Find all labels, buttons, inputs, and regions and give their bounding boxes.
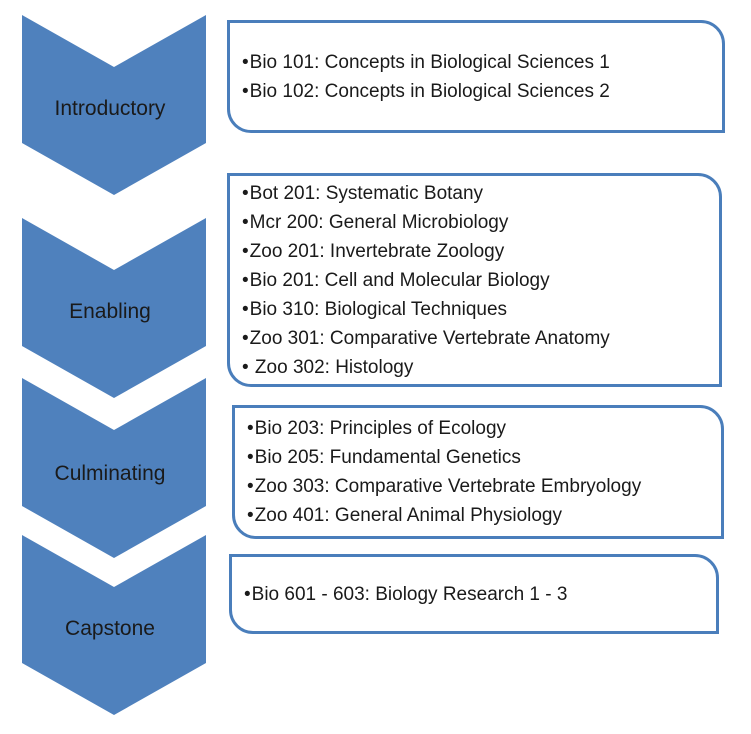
course-item: •Zoo 201: Invertebrate Zoology — [242, 240, 505, 262]
stage-label-introductory: Introductory — [54, 97, 166, 120]
course-item: •Bio 205: Fundamental Genetics — [247, 447, 521, 468]
course-item: • Zoo 302: Histology — [242, 356, 414, 378]
course-item: •Bio 102: Concepts in Biological Science… — [242, 80, 610, 102]
course-box-capstone: •Bio 601 - 603: Biology Research 1 - 3 — [229, 554, 719, 634]
course-item: •Bio 601 - 603: Biology Research 1 - 3 — [244, 583, 568, 605]
chevron-culminating — [22, 378, 206, 558]
course-item: •Zoo 401: General Animal Physiology — [247, 505, 562, 526]
chevron-capstone — [22, 535, 206, 715]
course-item: •Bio 203: Principles of Ecology — [247, 418, 507, 439]
course-item: •Zoo 303: Comparative Vertebrate Embryol… — [247, 476, 642, 497]
stage-label-culminating: Culminating — [54, 462, 166, 485]
course-item: •Bio 310: Biological Techniques — [242, 298, 508, 320]
stage-label-enabling: Enabling — [69, 300, 151, 323]
course-item: •Zoo 301: Comparative Vertebrate Anatomy — [242, 327, 610, 349]
chevron-introductory — [22, 15, 206, 195]
stage-label-capstone: Capstone — [65, 617, 155, 640]
course-item: •Mcr 200: General Microbiology — [242, 211, 509, 233]
course-box-enabling: •Bot 201: Systematic Botany •Mcr 200: Ge… — [227, 173, 722, 387]
course-item: •Bot 201: Systematic Botany — [242, 182, 484, 204]
course-item: •Bio 201: Cell and Molecular Biology — [242, 269, 550, 291]
chevron-enabling — [22, 218, 206, 398]
course-item: •Bio 101: Concepts in Biological Science… — [242, 51, 610, 73]
course-box-introductory: •Bio 101: Concepts in Biological Science… — [227, 20, 725, 133]
course-box-culminating: •Bio 203: Principles of Ecology •Bio 205… — [232, 405, 724, 539]
